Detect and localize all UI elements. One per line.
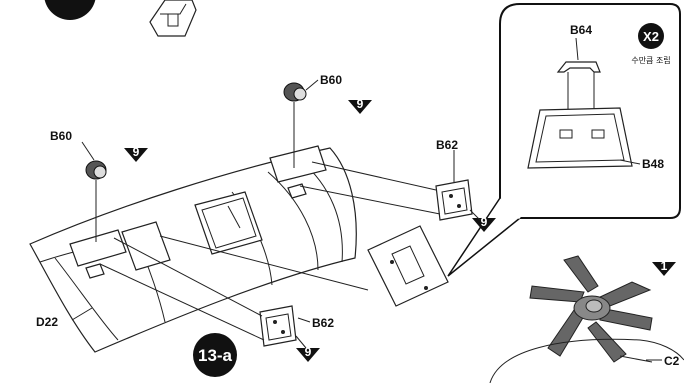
step-badge: 13-a — [193, 333, 237, 377]
label-b60-left: B60 — [50, 129, 72, 143]
guide-line — [227, 205, 241, 229]
label-c2: C2 — [664, 354, 680, 368]
label-b48: B48 — [642, 157, 664, 171]
marker-triangle: 9 — [348, 97, 372, 114]
b60-top-part — [283, 82, 307, 168]
marker-triangle: 9 — [124, 145, 148, 162]
svg-text:9: 9 — [357, 97, 364, 111]
detail-callout — [447, 3, 681, 277]
marker-triangle: 9 — [296, 345, 320, 362]
svg-text:9: 9 — [481, 215, 488, 229]
label-b60-top: B60 — [320, 73, 342, 87]
b62-right-part — [299, 161, 473, 221]
label-b62-bottom: B62 — [312, 316, 334, 330]
guide-line — [159, 235, 369, 291]
marker-triangle: 9 — [472, 215, 496, 232]
multiplier-note: 수만큼 조립 — [631, 56, 670, 65]
label-b64: B64 — [570, 23, 592, 37]
label-b62-right: B62 — [436, 138, 458, 152]
previous-step-badge — [44, 0, 96, 20]
b62-bottom-part — [99, 237, 297, 347]
svg-text:9: 9 — [133, 145, 140, 159]
svg-text:1: 1 — [661, 259, 668, 273]
label-d22: D22 — [36, 315, 58, 329]
multiplier-badge: X2 수만큼 조립 — [631, 23, 671, 65]
svg-text:9: 9 — [305, 345, 312, 359]
multiplier-text: X2 — [643, 29, 659, 44]
loose-plate — [367, 225, 449, 307]
b60-left-part — [85, 160, 107, 242]
marker-triangle: 1 — [652, 259, 676, 276]
top-part-sketch — [149, 0, 197, 37]
fan-part — [489, 255, 684, 383]
panel-d22 — [29, 145, 357, 353]
step-label: 13-a — [198, 346, 233, 365]
